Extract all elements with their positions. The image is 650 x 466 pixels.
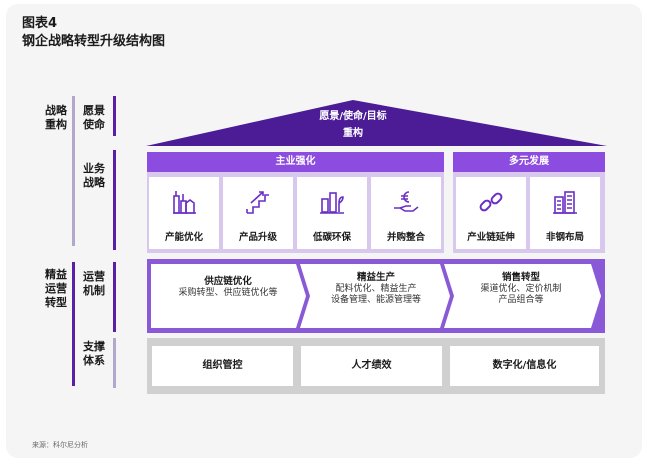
ops-title: 供应链优化 (204, 276, 252, 287)
ops-line: 渠道优化、定价机制 (480, 284, 562, 294)
label-lean-transform: 精益 运营 转型 (45, 268, 67, 309)
support-org-control: 组织管控 (152, 346, 293, 386)
ops-sales: 销售转型 渠道优化、定价机制 产品组合等 (452, 271, 590, 306)
tile-label: 产品升级 (238, 232, 277, 243)
ops-title: 精益生产 (356, 272, 395, 283)
lean-bracket (72, 262, 75, 386)
tile-label: 产业链延伸 (467, 232, 515, 243)
ops-line: 产品组合等 (498, 295, 544, 305)
ops-bar (113, 262, 116, 332)
vision-bar (113, 96, 116, 136)
support-talent: 人才绩效 (301, 346, 442, 386)
label-ops-mechanism: 运营 机制 (83, 270, 105, 297)
tile-capacity: 产能优化 (149, 177, 219, 249)
growth-stairs-icon (246, 191, 269, 214)
factory-icon (173, 191, 196, 214)
ops-line: 设备管理、能源管理等 (330, 295, 421, 305)
buildings-icon (553, 191, 577, 214)
roof-line1: 愿景/使命/目标 (319, 111, 387, 122)
tile-low-carbon: 低碳环保 (297, 177, 367, 249)
tile-product-upgrade: 产品升级 (223, 177, 293, 249)
tile-chain-extension: 产业链延伸 (456, 177, 526, 249)
ops-line: 采购转型、供应链优化等 (178, 288, 278, 298)
group-core-title: 主业强化 (147, 152, 444, 172)
roof-line2: 重构 (343, 128, 363, 139)
tile-label: 低碳环保 (312, 232, 351, 243)
group-diversify-title: 多元发展 (453, 152, 605, 172)
ops-lean-production: 精益生产 配料优化、精益生产 设备管理、能源管理等 (308, 271, 444, 306)
eco-plant-icon (320, 192, 344, 214)
source-note: 来源：科尔尼分析 (32, 441, 88, 449)
euro-hand-icon (394, 191, 419, 212)
support-bar (113, 338, 116, 388)
label-support-system: 支撑 体系 (83, 340, 105, 367)
tile-non-steel: 非钢布局 (530, 177, 600, 249)
ops-title: 销售转型 (501, 272, 540, 283)
business-bar (113, 150, 116, 250)
figure-title: 钢企战略转型升级结构图 (22, 34, 166, 49)
label-business-strategy: 业务 战略 (83, 162, 105, 189)
tile-merger: 并购整合 (371, 177, 441, 249)
chain-link-icon (479, 192, 503, 212)
tile-label: 非钢布局 (545, 232, 584, 243)
ops-supply-chain: 供应链优化 采购转型、供应链优化等 (158, 275, 298, 299)
figure-number: 图表4 (22, 16, 58, 31)
tile-label: 并购整合 (386, 232, 425, 243)
support-digital: 数字化/信息化 (450, 346, 599, 386)
label-vision-mission: 愿景 使命 (83, 104, 105, 131)
tile-label: 产能优化 (164, 232, 203, 243)
ops-line: 配料优化、精益生产 (335, 284, 417, 294)
label-strategy-restructure: 战略 重构 (45, 104, 67, 131)
strategy-bracket (72, 96, 75, 246)
